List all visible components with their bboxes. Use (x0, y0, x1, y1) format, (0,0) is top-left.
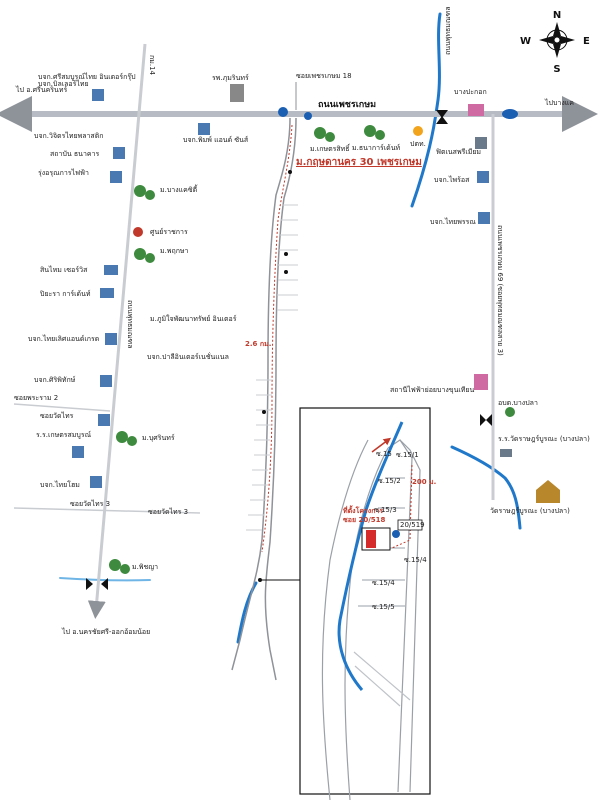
compass-e: E (583, 36, 590, 47)
lm-left-2: บจก.วิจิตรไทยพลาสติก (34, 131, 103, 140)
lm-right-2: ฟิตเนสพรีเมียม (436, 148, 481, 156)
lm-mid-1: บจก.พิมพ์ แอนด์ ซันส์ (183, 136, 249, 144)
lm-right-6: อบต.บางปลา (498, 399, 538, 407)
lm-left-4: รุ่งอรุณการไฟฟ้า (38, 168, 89, 177)
river-bottom-right (450, 445, 522, 530)
lm-left-1: บจก.บิลเลอร์ไทย (38, 79, 89, 88)
inset-plot: 20/519 (400, 521, 425, 529)
right-vertical-label: ถนนเพชรเกษม 69 (ซอยพุทธมณฑลสาย 3) (496, 225, 504, 356)
lm-left-15: ม.บุศรินทร์ (142, 434, 175, 442)
lm-right-3: บจก.ไพร้อส (434, 175, 470, 184)
river-bottom-left (59, 577, 151, 582)
compass-n: N (553, 10, 561, 21)
pin-1 (278, 107, 288, 117)
lm-mid-4: ม.ภูมิใจพัฒนาทรัพย์ อินเตอร์ (150, 314, 237, 323)
right-vertical-road: ถนนเพชรเกษม 69 (ซอยพุทธมณฑลสาย 3) (491, 114, 504, 500)
inset-soi-d: ซ.15/4 (372, 579, 395, 587)
inset-soi-e: ซ.15/5 (372, 603, 395, 611)
main-road-label: ถนนเพชรเกษม (318, 100, 376, 110)
inset-soi-a: ซ.15/1 (396, 451, 419, 459)
site-pin (392, 530, 400, 538)
project-soi (231, 117, 297, 681)
inset-arrow (371, 437, 391, 453)
inset-dist: 200 ม. (412, 478, 436, 486)
dist-main: 2.6 กม. (245, 340, 271, 348)
lm-left-5: ม.บางแคซิตี้ (160, 183, 198, 194)
soi-left-low: ซอยวัดไทร 3 (70, 499, 110, 508)
lm-left-11: บจก.ปาลีอินเตอร์เนชั่นแนล (147, 352, 229, 361)
lm-right-8: วัดราษฎร์บูรณะ (บางปลา) (490, 507, 570, 515)
inset-site-label2: ซอย 20/518 (343, 516, 386, 524)
soi-left-mid: ซอยพระราม 2 (14, 394, 58, 402)
lm-left-7: ม.พฤกษา (160, 247, 189, 255)
soi-branches (246, 204, 298, 531)
to-bottom-label: ไป อ.นครชัยศรี-ออกอ้อมน้อย (61, 627, 150, 636)
lm-mid-2: ม.เกษตรสิทธิ์ (310, 143, 351, 153)
compass-w: W (520, 36, 531, 47)
compass-rose: N S E W (520, 10, 590, 75)
lm-left-12: บจก.ศิริพิทักษ์ (34, 376, 76, 384)
lm-left-16: บจก.ไทยโฮม (40, 480, 80, 489)
main-road-pins (278, 107, 312, 120)
lm-left-17: ม.พิชญา (132, 563, 158, 571)
lm-right-4: บจก.ไทยพรรณ (430, 217, 476, 226)
lm-left-14: ร.ร.เกษตรสมบูรณ์ (36, 431, 92, 439)
lm-right-1: บางปะกอก (454, 88, 487, 96)
left-vertical-label: ถนนพุทธมณฑล (126, 300, 134, 349)
inset-corner: ซ.15/4 (404, 556, 427, 564)
lm-left-10: บจก.ไทยเลิศแอนด์เกรด (28, 334, 99, 343)
project-label: ม.กฤษดานคร 30 เพชรเกษม (296, 157, 422, 168)
left-landmarks (72, 84, 560, 574)
lm-right-7: ร.ร.วัดราษฎร์บูรณะ (บางปลา) (498, 435, 590, 443)
main-road: ถนนเพชรเกษม ไป อ.ศรีนครินทร์ ไปบางแค (0, 85, 598, 132)
lm-mid-3: ม.ธนาการ์เด้นท์ (352, 144, 400, 152)
lm-left-0: บจก.ศรีสมบูรณ์ไทย อินเตอร์กรุ๊ป (38, 72, 136, 81)
inset-site-label: ที่ตั้งโครงการ (343, 504, 384, 515)
to-left-label: ไป อ.ศรีนครินทร์ (15, 85, 67, 94)
lm-left-6: ศูนย์ราชการ (150, 228, 188, 236)
inset-soi-c: ซ.15/3 (374, 506, 397, 514)
lm-left-9: ปิยะรา การ์เด้นท์ (40, 290, 91, 298)
project-site (366, 530, 376, 548)
soi-left-low2: ซอยวัดไทร 3 (148, 507, 188, 516)
inset-gate: ซ.15 (376, 450, 392, 458)
to-right-label: ไปบางแค (544, 98, 574, 107)
lm-left-13: ซอยวัดไทร (40, 411, 74, 420)
inset-soi-b: ซ.15/2 (378, 477, 401, 485)
left-sois (13, 403, 201, 514)
pin-2 (304, 112, 312, 120)
intersection-markers (86, 110, 492, 590)
lm-right-5: สถานีไฟฟ้าย่อยบางขุนเทียน (390, 385, 474, 394)
soi-dots (258, 170, 292, 582)
left-top-road-label: กม.14 (148, 55, 156, 76)
soi-top-label: ซอยเพชรเกษม 18 (296, 72, 352, 80)
top-right-road-label: ถนนพุทธมณฑล (444, 6, 452, 55)
compass-s: S (553, 64, 560, 75)
lm-mid-0: รพ.ภุมรินทร์ (212, 74, 249, 82)
inset-map: ที่ตั้งโครงการ ซอย 20/518 200 ม. ซ.15/1 … (299, 407, 436, 800)
lm-left-3: สถาบัน ธนาคาร (50, 150, 99, 158)
lm-left-8: สินไหม เซอร์วิส (40, 265, 88, 274)
lm-right-0: ปตท. (410, 140, 426, 148)
inset-river (337, 421, 404, 691)
left-vertical-road: ถนนพุทธมณฑล กม.14 ไป อ.นครชัยศรี-ออกอ้อม… (61, 43, 156, 636)
